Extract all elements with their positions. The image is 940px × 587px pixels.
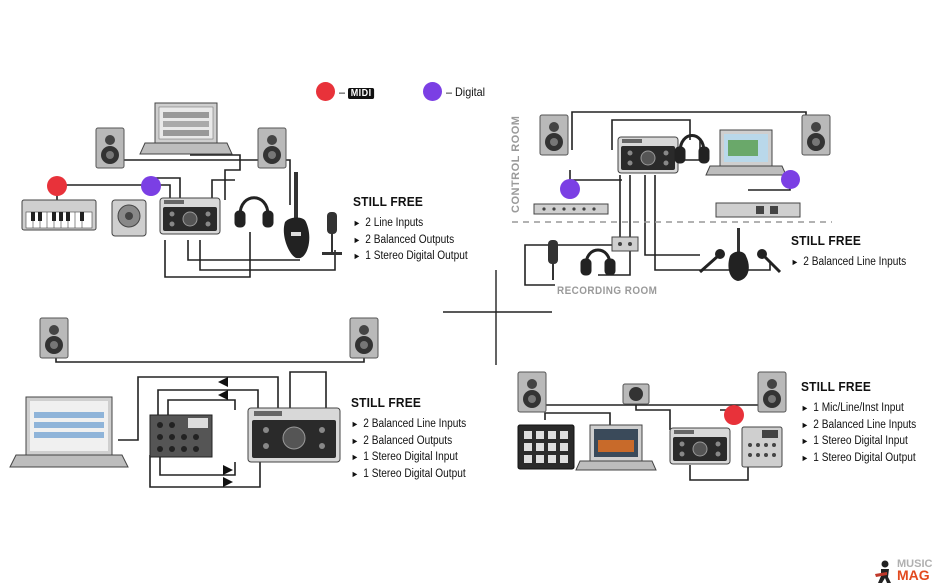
digital-dot-control-right [781,170,800,189]
rack-unit-left [533,203,609,215]
rack-unit-right [715,202,801,218]
digital-dot-control-left [560,179,580,199]
digital-dot-top-left [141,176,161,196]
digital-legend-label: – Digital [446,85,486,99]
midi-dot-top-left [47,176,67,196]
speaker-bottom-right-l [517,371,547,413]
panel-bottom-right: STILL FREE ►1 Mic/Line/Inst Input ►2 Bal… [801,379,932,466]
audio-interface-bottom-left [247,407,341,463]
laptop-bottom-right [575,424,657,471]
guitarist-icon [875,560,891,583]
panel-item: ►1 Stereo Digital Input [351,451,458,463]
panel-heading: STILL FREE [353,194,424,209]
midi-legend-dot [316,82,335,101]
midi-legend-dash: – [339,85,346,99]
headphones-control [674,134,710,164]
panel-item: ►2 Balanced Line Inputs [351,418,467,430]
speaker-left [95,127,125,169]
electric-guitar [283,172,310,259]
watermark-line1: MUSIC [897,558,933,570]
watermark-line2: MAG [897,567,930,583]
center-speaker [622,383,650,405]
speaker-bottom-left-l [39,317,69,359]
signal-arrows [218,377,233,487]
mic-handheld-right [757,249,782,274]
mic-stand-top-left [322,212,342,255]
speaker-right [257,127,287,169]
speaker-bottom-right-r [757,371,787,413]
headphone-amp [611,236,639,252]
panel-item: ►2 Balanced Line Inputs [791,256,907,268]
speaker-control-right [801,114,831,156]
control-room-label: CONTROL ROOM [510,115,522,213]
panel-heading: STILL FREE [801,379,872,394]
panel-top-left: STILL FREE ►2 Line Inputs ►2 Balanced Ou… [353,194,483,265]
quadrant-divider [443,270,552,365]
mic-recording [548,240,558,280]
panel-item: ►1 Mic/Line/Inst Input [801,402,904,414]
panel-bottom-left: STILL FREE ►2 Balanced Line Inputs ►2 Ba… [351,395,482,482]
panel-item: ►2 Balanced Outputs [353,233,455,246]
panel-item: ►1 Stereo Digital Output [353,250,468,262]
midi-legend-label: – MIDI [339,85,375,99]
panel-item: ►2 Balanced Outputs [351,434,453,447]
mixer-unit [741,426,783,468]
panel-heading: STILL FREE [791,233,862,248]
panel-item: ►2 Balanced Line Inputs [801,418,917,431]
audio-interface-top-left [159,197,221,235]
panel-item: ►1 Stereo Digital Output [801,451,916,464]
mic-handheld-left [699,249,725,274]
acoustic-guitar [728,228,749,281]
digital-legend-dot [423,82,442,101]
audio-interface-bottom-right [669,427,731,465]
panel-item: ►2 Line Inputs [353,217,424,229]
headphones-recording [580,248,616,276]
midi-legend-badge: MIDI [348,88,375,99]
panel-heading: STILL FREE [351,395,422,410]
midi-keyboard [21,199,97,231]
speaker-bottom-left-r [349,317,379,359]
laptop-top-left [139,102,233,155]
cd-deck [111,199,147,237]
panel-item: ►1 Stereo Digital Input [801,435,908,447]
laptop-bottom-left [9,396,129,468]
fx-unit [149,414,213,458]
headphones-top-left [234,196,274,228]
drum-machine [517,424,575,470]
panel-item: ►1 Stereo Digital Output [351,467,466,480]
speaker-control-left [539,114,569,156]
laptop-control [705,129,787,176]
midi-dot-bottom-right [724,405,744,425]
audio-interface-top-right [617,136,679,174]
recording-room-label: RECORDING ROOM [557,285,658,297]
panel-top-right: STILL FREE ►2 Balanced Line Inputs [791,233,922,271]
